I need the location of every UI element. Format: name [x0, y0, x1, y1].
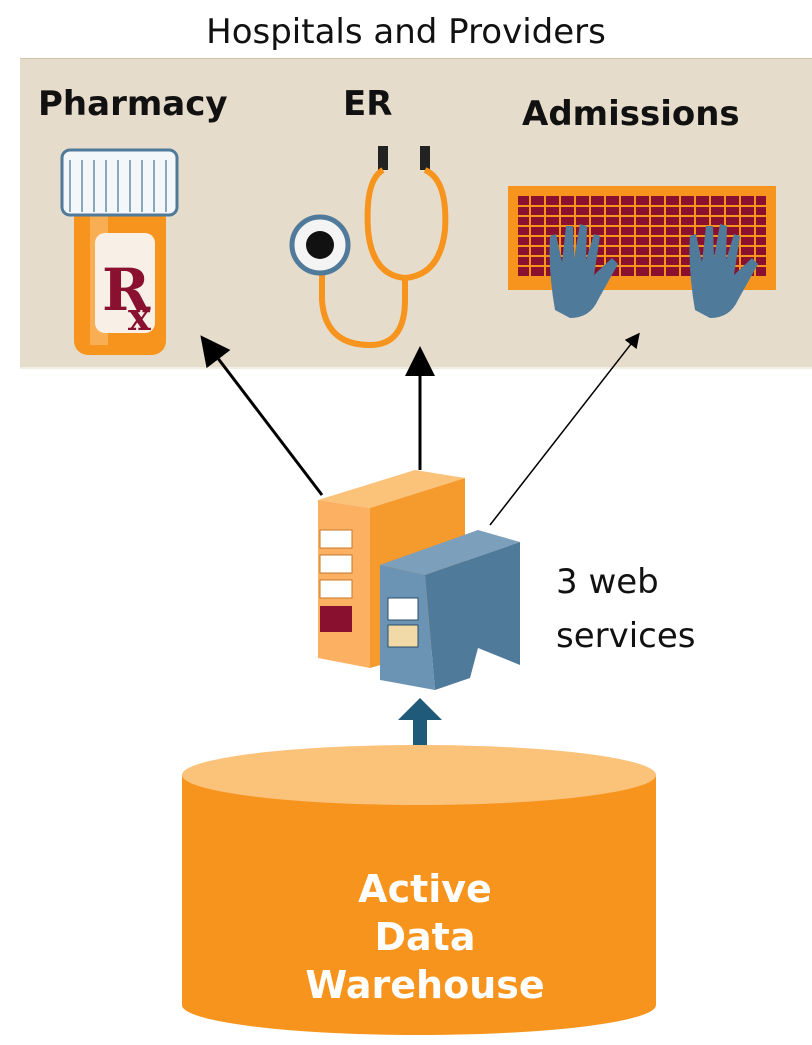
diagram-title: Hospitals and Providers — [206, 12, 606, 52]
web-services-line-2: services — [556, 616, 696, 656]
warehouse-line-1: Active — [358, 867, 492, 911]
blue-server-icon — [380, 530, 520, 690]
data-warehouse-cylinder — [182, 745, 656, 1035]
pill-bottle-icon: R x — [60, 148, 179, 355]
stethoscope-icon — [289, 146, 449, 349]
admissions-label: Admissions — [522, 94, 740, 134]
arrow-to-pharmacy — [200, 335, 324, 496]
svg-text:R: R — [102, 256, 151, 324]
arrow-to-admissions — [489, 332, 640, 526]
er-label: ER — [343, 84, 393, 124]
svg-text:x: x — [128, 294, 151, 339]
pharmacy-label: Pharmacy — [38, 84, 228, 124]
warehouse-line-3: Warehouse — [305, 963, 545, 1007]
warehouse-line-2: Data — [374, 915, 476, 959]
web-services-line-1: 3 web — [556, 562, 659, 602]
web-services-label: 3 web services — [556, 555, 696, 663]
keyboard-hands-icon — [508, 186, 776, 318]
warehouse-label: Active Data Warehouse — [250, 865, 600, 1009]
